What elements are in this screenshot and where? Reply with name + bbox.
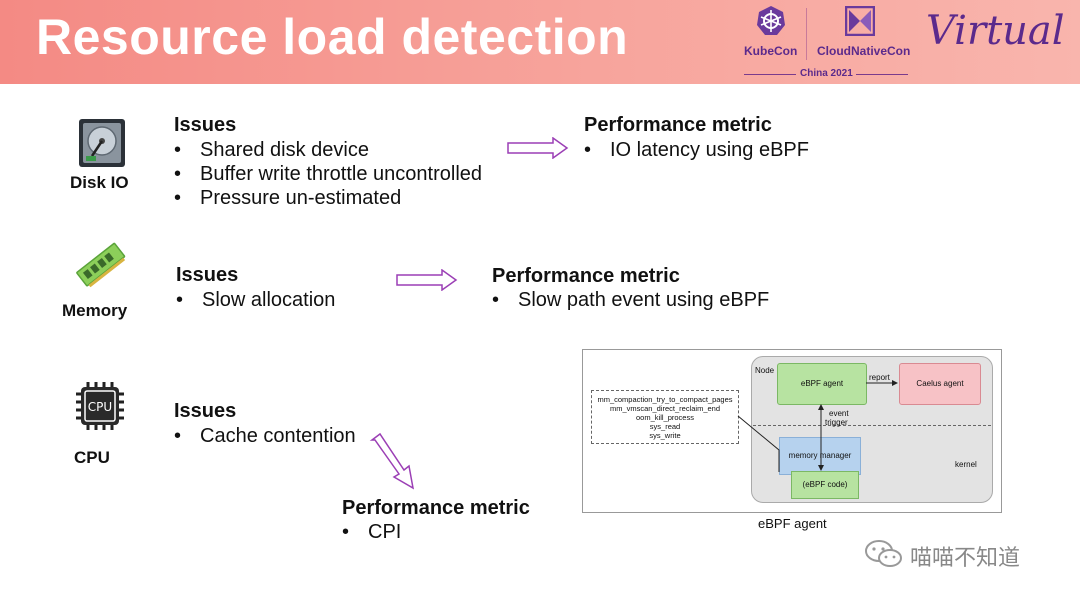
report-label: report: [869, 373, 890, 382]
ebpf-agent-box: eBPF agent: [777, 363, 867, 405]
bullet: •: [492, 289, 500, 311]
ebpf-code-box: (eBPF code): [791, 471, 859, 499]
caelus-agent-box: Caelus agent: [899, 363, 981, 405]
memory-module-icon: [76, 242, 126, 288]
bullet: •: [342, 521, 350, 543]
metric-heading-memory: Performance metric: [492, 265, 680, 287]
cncf-icon: [845, 6, 875, 36]
issue-item: Cache contention: [200, 425, 356, 447]
tracepoint-item: oom_kill_process: [636, 413, 694, 422]
node-label: Node: [755, 366, 775, 375]
cloudnativecon-logo-text: CloudNativeCon: [817, 44, 911, 58]
arrow-right-icon: [396, 269, 458, 291]
issues-heading-disk: Issues: [174, 114, 237, 136]
virtual-logo-text: Virtual: [926, 8, 1065, 54]
event-line-right: [856, 74, 908, 75]
arrow-right-icon: [507, 137, 569, 159]
event-line-left: [744, 74, 796, 75]
trigger-label: trigger: [825, 418, 848, 427]
metric-item: IO latency using eBPF: [610, 139, 809, 161]
svg-text:CPU: CPU: [88, 400, 112, 414]
metric-heading-disk: Performance metric: [584, 114, 772, 136]
metric-heading-cpu: Performance metric: [342, 497, 530, 519]
diagram-connectors: [737, 380, 898, 472]
cpu-icon: CPU: [76, 382, 124, 430]
watermark-text: 喵喵不知道: [910, 546, 1021, 571]
tracepoint-item: sys_write: [649, 431, 681, 440]
kubecon-logo-text: KubeCon: [744, 44, 798, 58]
kubernetes-icon: [757, 6, 785, 35]
tracepoint-item: mm_vmscan_direct_reclaim_end: [609, 404, 721, 413]
bullet: •: [174, 187, 182, 209]
event-label: China 2021: [800, 68, 853, 79]
issues-heading-memory: Issues: [176, 264, 239, 286]
metric-item: Slow path event using eBPF: [518, 289, 770, 311]
diagram-caption: eBPF agent: [758, 516, 827, 531]
tracepoints-box: mm_compaction_try_to_compact_pages mm_vm…: [591, 390, 739, 444]
event-label: event: [829, 409, 849, 418]
bullet: •: [584, 139, 592, 161]
kernel-label: kernel: [955, 460, 977, 469]
header-banner: [0, 0, 1080, 84]
metric-item: CPI: [368, 521, 402, 543]
wechat-icon: [865, 540, 902, 567]
bullet: •: [174, 163, 182, 185]
issue-item: Shared disk device: [200, 139, 369, 161]
issue-item: Pressure un-estimated: [200, 187, 402, 209]
row-label-disk-io: Disk IO: [70, 173, 129, 192]
logo-divider: [806, 8, 807, 60]
tracepoint-item: sys_read: [649, 422, 681, 431]
arrow-diagonal-icon: [369, 432, 415, 490]
bullet: •: [176, 289, 184, 311]
row-label-memory: Memory: [62, 301, 128, 320]
ebpf-architecture-diagram: Node eBPF agent Caelus agent report even…: [582, 349, 1002, 513]
hard-disk-icon: [79, 119, 125, 167]
row-label-cpu: CPU: [74, 448, 110, 467]
bullet: •: [174, 425, 182, 447]
page-title: Resource load detection: [36, 9, 629, 65]
issue-item: Slow allocation: [202, 289, 336, 311]
kernel-boundary: [753, 425, 991, 426]
issues-heading-cpu: Issues: [174, 400, 237, 422]
tracepoint-item: mm_compaction_try_to_compact_pages: [597, 395, 733, 404]
issue-item: Buffer write throttle uncontrolled: [200, 163, 483, 185]
bullet: •: [174, 139, 182, 161]
